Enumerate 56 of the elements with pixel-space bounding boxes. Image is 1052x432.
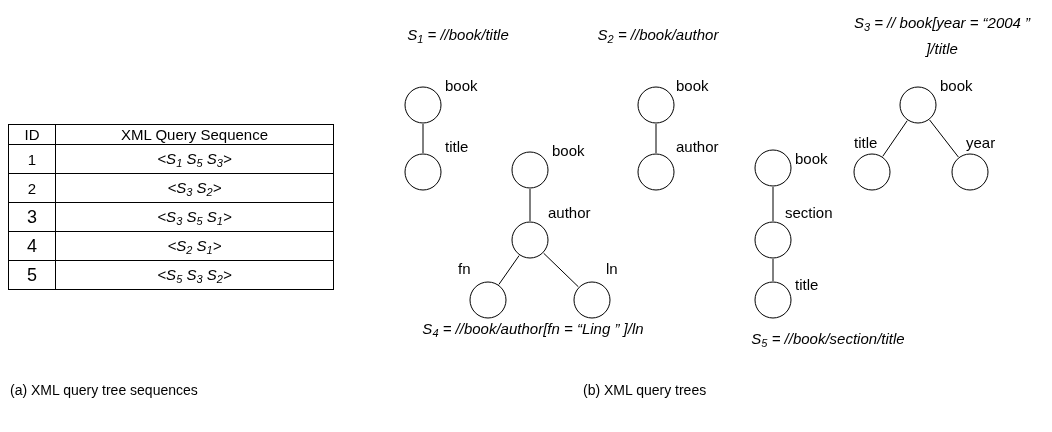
tree-node: [637, 86, 675, 124]
figure-caption: (b) XML query trees: [583, 382, 707, 398]
tree-edge: [498, 255, 520, 285]
node-label: title: [795, 276, 819, 294]
tree-edge: [882, 120, 908, 157]
query-expression: S$_{5}$ = //book/section/title: [750, 329, 906, 351]
tree-edge: [929, 119, 959, 158]
id-cell: 1: [27, 150, 37, 168]
sequence-cell: <S$_{2}$ S$_{1}$>: [167, 236, 222, 256]
query-expression: S$_{4}$ = //book/author[fn = “Ling ” ]/ln: [421, 319, 645, 341]
figure-caption: (a) XML query tree sequences: [10, 382, 198, 398]
column-header: XML Query Sequence: [121, 126, 268, 143]
tree-node: [511, 151, 549, 189]
tree-node: [853, 153, 891, 191]
tree-edge: [543, 252, 579, 288]
sequence-cell: <S$_{1}$ S$_{5}$ S$_{3}$>: [157, 149, 232, 169]
tree-edge: [772, 258, 774, 282]
node-label: fn: [458, 260, 471, 278]
tree-edge: [772, 186, 774, 222]
node-label: book: [795, 150, 828, 168]
tree-node: [404, 153, 442, 191]
node-label: book: [552, 142, 585, 160]
id-cell: 4: [27, 235, 37, 257]
tree-node: [469, 281, 507, 319]
tree-edge: [422, 123, 424, 154]
node-label: year: [966, 134, 996, 152]
tree-node: [754, 281, 792, 319]
tree-node: [754, 149, 792, 187]
column-header: ID: [24, 126, 40, 143]
tree-node: [511, 221, 549, 259]
tree-node: [899, 86, 937, 124]
node-label: title: [445, 138, 469, 156]
tree-node: [637, 153, 675, 191]
id-cell: 5: [27, 264, 37, 286]
tree-node: [951, 153, 989, 191]
node-label: book: [676, 77, 709, 95]
query-expression: S$_{1}$ = //book/title: [406, 25, 510, 47]
tree-node: [754, 221, 792, 259]
query-expression: S$_{3}$ = // book[year = “2004 ” ]/title: [852, 13, 1032, 59]
node-label: book: [445, 77, 478, 95]
node-label: book: [940, 77, 973, 95]
node-label: section: [785, 204, 833, 222]
tree-edge: [655, 123, 657, 154]
query-expression: S$_{2}$ = //book/author: [596, 25, 720, 47]
id-cell: 2: [27, 179, 37, 197]
node-label: title: [854, 134, 878, 152]
node-label: author: [548, 204, 591, 222]
sequence-cell: <S$_{5}$ S$_{3}$ S$_{2}$>: [157, 265, 232, 285]
tree-edge: [529, 188, 531, 222]
id-cell: 3: [27, 206, 37, 228]
tree-node: [573, 281, 611, 319]
sequence-cell: <S$_{3}$ S$_{5}$ S$_{1}$>: [157, 207, 232, 227]
node-label: author: [676, 138, 719, 156]
sequence-cell: <S$_{3}$ S$_{2}$>: [167, 178, 222, 198]
tree-node: [404, 86, 442, 124]
node-label: ln: [606, 260, 618, 278]
